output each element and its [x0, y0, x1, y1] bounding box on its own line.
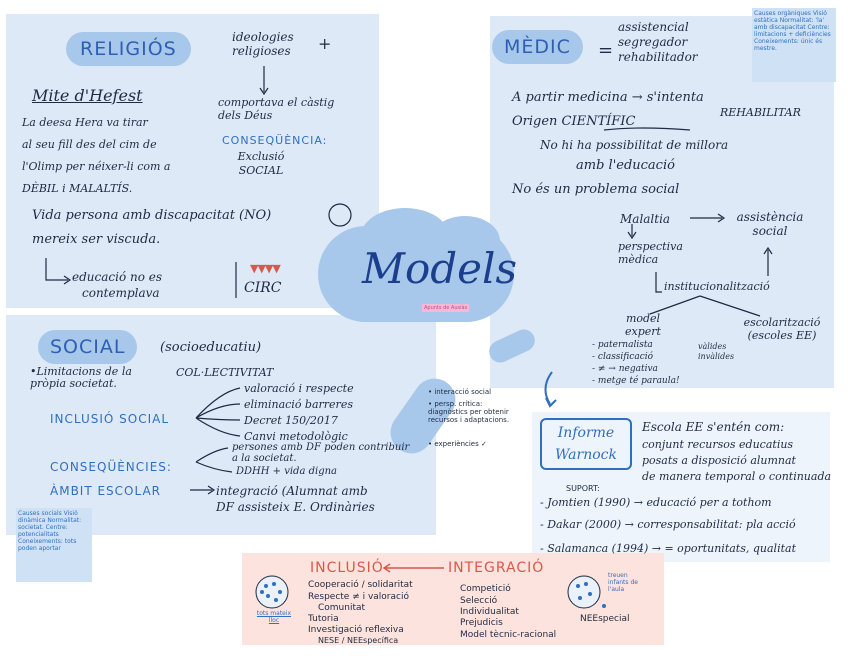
social-subtitle: (socioeducatiu) [160, 340, 262, 355]
medic-arrow-3: No és un problema social [512, 182, 680, 197]
left-caption: tots mateix lloc [256, 610, 292, 624]
vida-line-1: Vida persona amb discapacitat (NO) [32, 208, 272, 223]
medic-bullet: - paternalista [592, 340, 653, 350]
mite-line-3: l'Olimp per néixer-li com a [22, 160, 171, 173]
religios-title: RELIGIÓS [66, 32, 191, 66]
escola-line-4: de manera temporal o continuada [642, 470, 832, 483]
inclusio-item: Investigació reflexiva [308, 625, 404, 635]
consequencia-item: persones amb DF poden contribuir a la so… [232, 442, 410, 464]
social-branch: Decret 150/2017 [244, 414, 338, 427]
warnock-item: - Salamanca (1994) → = oportunitats, qua… [540, 542, 796, 555]
signature: Apunts de Ausiàs [422, 304, 470, 312]
integracio-item: Model tècnic-racional [460, 630, 557, 640]
mite-line-1: La deesa Hera va tirar [22, 116, 148, 129]
warnock-item: - Jomtien (1990) → educació per a tothom [540, 496, 772, 509]
inclusio-item: NESE / NEEspecífica [318, 636, 399, 645]
medic-bullet: - classificació [592, 352, 654, 362]
ideologies-text: ideologies religioses [232, 30, 294, 58]
consequencies-label: CONSEQÜÈNCIES: [50, 460, 172, 474]
no-millora-text: No hi ha possibilitat de millora [540, 138, 729, 152]
inclusio-item: Tutoria [308, 614, 339, 624]
middle-list-item: • persp. crítica: diagnòstics per obteni… [428, 400, 510, 424]
cloud-bubble [430, 216, 500, 266]
mite-line-4: DÈBIL i MALALTÍS. [22, 182, 133, 195]
medic-attrs: assistencial segregador rehabilitador [618, 20, 698, 64]
mite-title: Mite d'Hefest [32, 86, 143, 105]
circ-text: CIRC [244, 280, 282, 296]
ambit-escolar-label: ÀMBIT ESCOLAR [50, 484, 162, 498]
comportava-text: comportava el càstig dels Déus [218, 96, 335, 122]
plus-sign: + [318, 34, 332, 53]
educacio-line-2: contemplava [82, 286, 160, 300]
suport-label: SUPORT: [566, 484, 600, 493]
integracio-item: Competició [460, 584, 511, 594]
institucionalitzacio-text: institucionalització [664, 280, 770, 293]
model-expert-text: model expert [625, 312, 661, 338]
consequencia-item: DDHH + vida digna [236, 466, 338, 477]
educacio-text: amb l'educació [576, 158, 675, 173]
escola-line-3: posats a disposició alumnat [642, 454, 796, 467]
assistencia-text: assistència social [736, 210, 804, 238]
right-caption: treuen infants de l'aula [608, 572, 638, 593]
neespecial-text: NEEspecial [580, 614, 630, 624]
rehabilitar-text: REHABILITAR [720, 106, 801, 119]
collectivitat-text: COL·LECTIVITAT [176, 366, 274, 379]
inclusio-item: Comunitat [318, 603, 366, 613]
social-note: Causes socials Visió dinàmica Normalitat… [16, 508, 92, 582]
warnock-panel [532, 412, 830, 562]
circus-tent-icon: ▼▼▼▼ [250, 262, 281, 275]
vida-line-2: mereix ser viscuda. [32, 232, 161, 247]
escolaritzacio-text: escolarització (escoles EE) [743, 316, 821, 342]
integracio-item: Selecció [460, 596, 498, 606]
medic-arrow-1: A partir medicina → s'intenta [512, 90, 704, 105]
integracio-item: Individualitat [460, 607, 519, 617]
medic-equals: = [598, 40, 614, 61]
educacio-line-1: educació no es [72, 270, 163, 284]
limitacions-text: •Limitacions de la pròpia societat. [30, 365, 132, 390]
social-title: SOCIAL [38, 330, 138, 364]
malaltia-text: Malaltia [620, 212, 671, 226]
center-title: Models [362, 244, 518, 293]
social-branch: Canvi metodològic [244, 430, 348, 443]
medic-bullet: - ≠ → negativa [592, 364, 658, 374]
medic-title: MÈDIC [492, 30, 583, 64]
valides-text: vàlides invàlides [698, 342, 735, 361]
inclusio-item: Respecte ≠ i valoració [308, 592, 409, 602]
perspectiva-text: perspectiva mèdica [618, 240, 683, 266]
escola-line-2: conjunt recursos educatius [642, 438, 794, 451]
ambit-text-1: integració (Alumnat amb [216, 484, 368, 498]
inclusio-label: INCLUSIÓ [310, 560, 384, 576]
inclusio-social-label: INCLUSIÓ SOCIAL [50, 412, 170, 426]
medic-note: Causes orgàniques Visió estàtica Normali… [752, 8, 836, 82]
religios-panel [6, 14, 379, 308]
warnock-item: - Dakar (2000) → corresponsabilitat: pla… [540, 518, 796, 531]
ambit-text-2: DF assisteix E. Ordinàries [216, 500, 375, 514]
mite-line-2: al seu fill des del cim de [22, 138, 157, 151]
integracio-item: Prejudicis [460, 618, 503, 628]
inclusio-item: Cooperació / solidaritat [308, 580, 413, 590]
social-branch: valoració i respecte [244, 382, 354, 395]
social-branch: eliminació barreres [244, 398, 353, 411]
escola-line-1: Escola EE s'entén com: [642, 420, 785, 434]
exclusio-text: Exclusió SOCIAL [237, 150, 285, 177]
warnock-title: Informe Warnock [540, 418, 632, 470]
middle-list-item: • interacció social [428, 388, 492, 396]
medic-arrow-2: Origen CIENTÍFIC [512, 114, 636, 129]
consequencia-label: CONSEQÜÈNCIA: [222, 134, 328, 147]
medic-bullet: - metge té paraula! [592, 376, 680, 386]
middle-list-item: • experiències ✓ [428, 440, 487, 448]
integracio-label: INTEGRACIÓ [448, 560, 545, 576]
